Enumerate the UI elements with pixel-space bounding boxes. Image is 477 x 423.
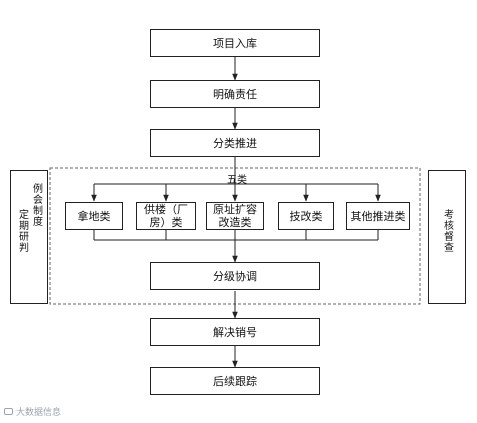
step-classify-advance: 分类推进: [150, 129, 320, 157]
step-classify-advance-label: 分类推进: [213, 136, 257, 150]
step-resolve-close: 解决销号: [150, 318, 320, 346]
watermark-icon: [4, 408, 13, 415]
step-project-entry: 项目入库: [150, 29, 320, 57]
category-land-line1: 拿地类: [77, 209, 111, 223]
watermark: 大数据信息: [4, 405, 61, 418]
side-panel-meetings-col1: 例会制度: [30, 183, 42, 227]
group-label: 五类: [227, 175, 247, 186]
category-tech-upgrade: 技改类: [278, 202, 334, 230]
side-panel-meetings-col2: 定期研判: [16, 209, 28, 253]
category-building-line1: 供楼（厂: [144, 203, 188, 216]
step-clarify-responsibility: 明确责任: [150, 80, 320, 108]
category-land: 拿地类: [65, 202, 123, 230]
step-tiered-coordination: 分级协调: [150, 262, 320, 290]
step-follow-up-label: 后续跟踪: [213, 374, 257, 388]
category-building-line2: 房）类: [149, 216, 183, 229]
watermark-text: 大数据信息: [16, 408, 62, 418]
side-panel-meetings: 例会制度 定期研判: [10, 170, 48, 304]
step-follow-up: 后续跟踪: [150, 367, 320, 395]
step-tiered-coordination-label: 分级协调: [213, 269, 257, 283]
side-panel-assessment: 考核督查: [428, 170, 466, 304]
category-expansion: 原址扩容 改造类: [206, 202, 264, 230]
category-tech-upgrade-line1: 技改类: [289, 209, 323, 223]
category-building: 供楼（厂 房）类: [136, 202, 196, 230]
category-expansion-line1: 原址扩容: [213, 203, 257, 216]
step-project-entry-label: 项目入库: [213, 36, 257, 50]
step-clarify-responsibility-label: 明确责任: [213, 87, 257, 101]
category-expansion-line2: 改造类: [218, 216, 252, 229]
step-resolve-close-label: 解决销号: [213, 325, 257, 339]
category-other-line1: 其他推进类: [350, 209, 406, 223]
side-panel-assessment-text: 考核督查: [441, 209, 453, 253]
category-other: 其他推进类: [346, 202, 410, 230]
